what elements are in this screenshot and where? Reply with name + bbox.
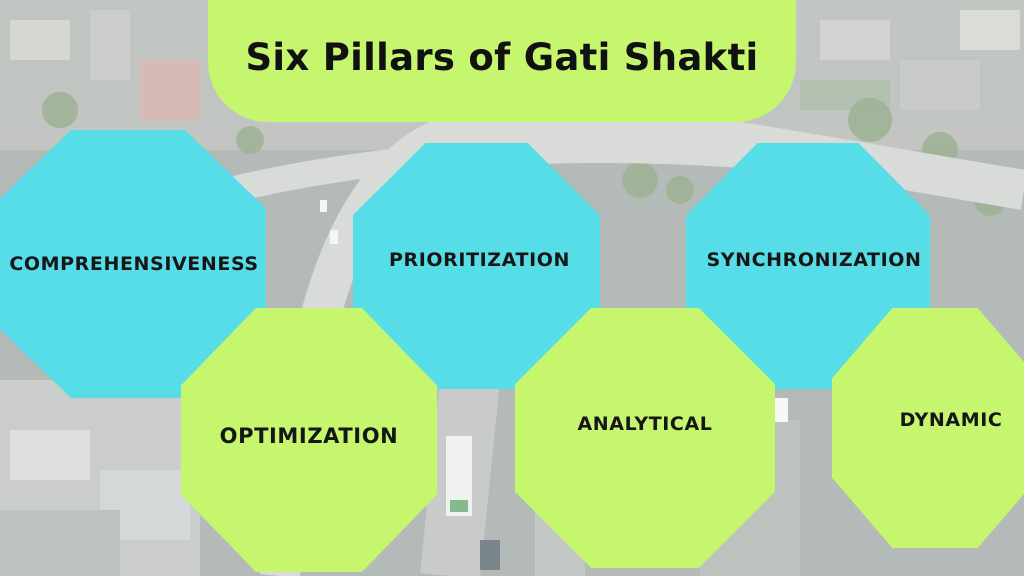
pillar-dynamic: DYNAMIC — [832, 308, 1024, 548]
pillar-label: DYNAMIC — [899, 409, 1003, 431]
pillar-label: SYNCHRONIZATION — [706, 249, 922, 271]
pillar-label: COMPREHENSIVENESS — [9, 253, 259, 275]
pillar-label: OPTIMIZATION — [219, 424, 399, 448]
pillar-analytical: ANALYTICAL — [515, 308, 775, 568]
title-banner: Six Pillars of Gati Shakti — [208, 0, 796, 122]
pillar-label: ANALYTICAL — [577, 413, 713, 435]
pillar-label: PRIORITIZATION — [389, 249, 570, 271]
diagram-title: Six Pillars of Gati Shakti — [245, 35, 759, 79]
pillar-optimization: OPTIMIZATION — [181, 308, 437, 572]
